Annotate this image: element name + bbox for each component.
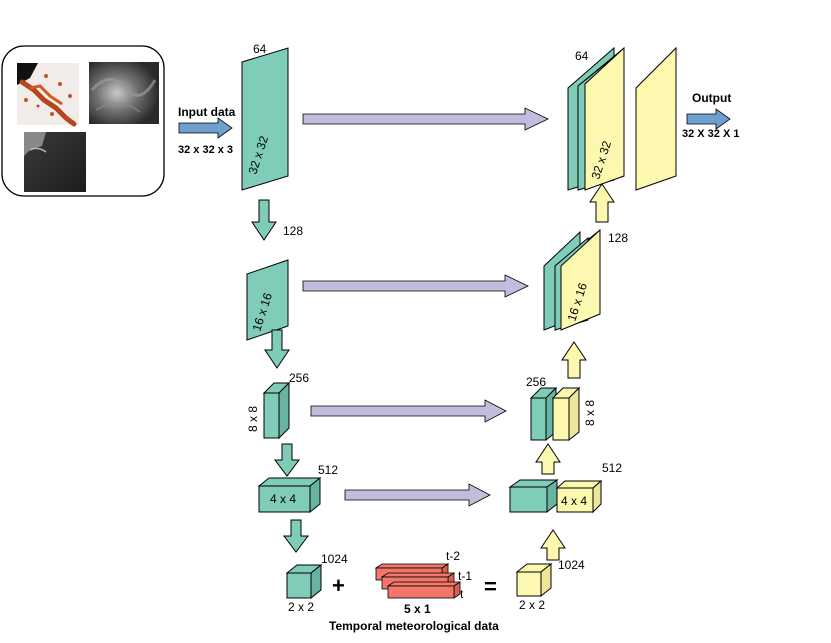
temporal-step-t-2: t-2 [446, 549, 460, 563]
upsample-arrow-4 [589, 183, 615, 223]
output-size: 32 X 32 X 1 [682, 128, 740, 140]
decoder-channels-128: 128 [608, 231, 628, 245]
decoder-channels-512: 512 [602, 461, 622, 475]
skip-arrow-level-3 [310, 399, 507, 423]
encoder-channels-64: 64 [253, 42, 267, 56]
upsample-arrow-3 [561, 341, 587, 379]
downsample-arrow-2 [264, 329, 290, 369]
fire-map-thumbnail [17, 63, 79, 127]
decoder-channels-256: 256 [526, 375, 546, 389]
temporal-caption: Temporal meteorological data [329, 619, 499, 633]
terrain-thumbnail [89, 62, 159, 124]
decoder-channels-1024: 1024 [558, 558, 585, 572]
encoder-block-1024 [285, 563, 323, 600]
downsample-arrow-3 [274, 443, 300, 477]
temporal-step-t: t [460, 587, 464, 601]
temporal-data-blocks [374, 563, 462, 599]
encoder-block-512 [257, 476, 322, 514]
encoder-size-8: 8 x 8 [246, 406, 260, 432]
decoder-channels-64: 64 [575, 49, 589, 63]
decoder-size-2: 2 x 2 [519, 598, 545, 612]
encoder-channels-1024: 1024 [321, 552, 348, 566]
upsample-arrow-2 [535, 443, 561, 475]
encoder-size-2: 2 x 2 [288, 600, 314, 614]
plus-operator: + [332, 573, 345, 598]
encoder-block-64 [241, 47, 289, 191]
equals-operator: = [484, 574, 497, 599]
satellite-thumbnail [24, 132, 86, 192]
encoder-channels-128: 128 [283, 224, 303, 238]
downsample-arrow-1 [251, 199, 277, 241]
output-title: Output [692, 91, 731, 105]
encoder-block-128 [246, 259, 289, 341]
downsample-arrow-4 [283, 519, 309, 553]
encoder-channels-256: 256 [289, 371, 309, 385]
skip-arrow-level-2 [302, 274, 529, 298]
decoder-size-4: 4 x 4 [561, 494, 587, 508]
decoder-block-256 [529, 386, 581, 442]
decoder-size-8: 8 x 8 [583, 400, 597, 426]
decoder-block-512 [508, 479, 603, 514]
temporal-size: 5 x 1 [404, 602, 431, 616]
decoder-block-64 [567, 46, 625, 191]
input-arrow [178, 117, 233, 139]
skip-arrow-level-1 [302, 107, 549, 131]
decoder-output-slab [635, 46, 677, 191]
encoder-channels-512: 512 [318, 463, 338, 477]
input-data-title: Input data [178, 105, 236, 119]
input-image-panel [1, 45, 165, 197]
skip-arrow-level-4 [344, 483, 491, 507]
decoder-block-1024 [515, 562, 553, 598]
encoder-size-4: 4 x 4 [270, 492, 296, 506]
upsample-arrow-1 [540, 529, 566, 561]
temporal-block-t [386, 581, 462, 599]
input-data-size: 32 x 32 x 3 [178, 144, 233, 156]
temporal-step-t-1: t-1 [458, 569, 472, 583]
encoder-block-256 [262, 381, 291, 440]
output-arrow [686, 108, 731, 130]
decoder-block-128 [543, 228, 601, 331]
